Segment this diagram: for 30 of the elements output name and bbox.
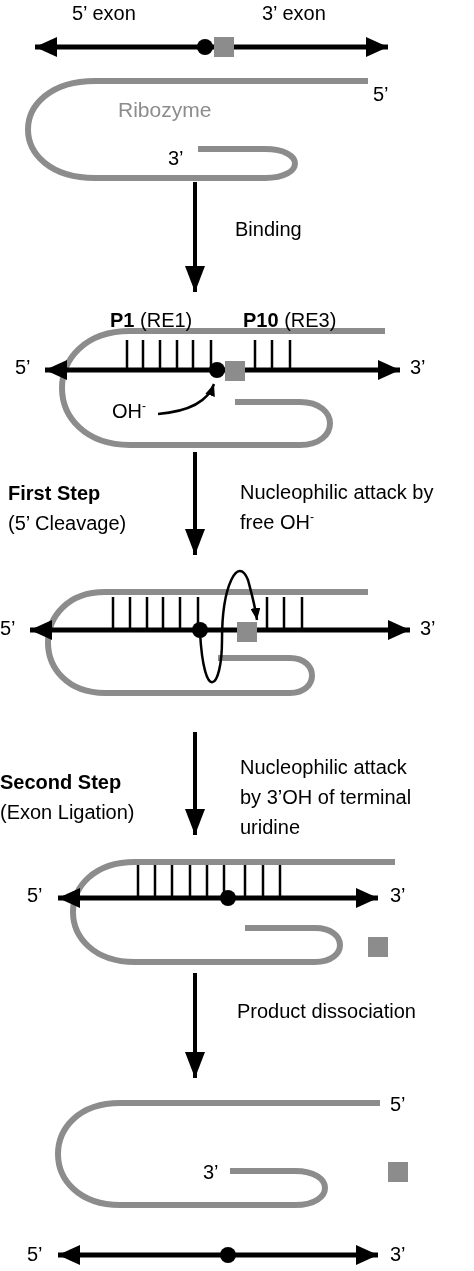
- step-description: Product dissociation: [237, 999, 417, 1024]
- step-subtitle: (Exon Ligation): [0, 800, 135, 825]
- end-label: 3’: [168, 147, 184, 169]
- end-label: 5’: [390, 1093, 406, 1115]
- end-label: 5’: [27, 1243, 43, 1265]
- step-description: Nucleophilic attack by free OH$^{-}$: [240, 480, 435, 535]
- arrow: [185, 973, 205, 1078]
- exon-label: 5’ exon: [72, 2, 136, 24]
- end-label: 5’: [27, 884, 43, 906]
- pairing-region-label: P1 (RE1): [110, 309, 193, 331]
- step-description: Binding: [235, 217, 303, 242]
- arrow: [185, 182, 205, 292]
- step-title: First Step: [8, 481, 101, 506]
- end-label: 5’: [0, 617, 16, 639]
- end-label: 3’: [203, 1161, 219, 1183]
- step-subtitle: (5’ Cleavage): [8, 511, 127, 536]
- step-description: Nucleophilic attack by 3’OH of terminal uridine: [240, 755, 413, 840]
- end-label: 3’: [420, 617, 436, 639]
- end-label: 3’: [390, 1243, 406, 1265]
- end-label: 5’: [15, 356, 31, 378]
- step-title: Second Step: [0, 770, 122, 795]
- end-label: 3’: [410, 356, 426, 378]
- ribozyme-label: Ribozyme: [118, 99, 212, 121]
- exon-label: 3’ exon: [262, 2, 326, 24]
- end-label: 3’: [390, 884, 406, 906]
- arrow: [185, 732, 205, 835]
- arrow: [185, 452, 205, 555]
- pairing-region-label: P10 (RE3): [243, 309, 337, 331]
- end-label: 5’: [373, 83, 389, 105]
- hydroxyl-label: OH$^{-}$: [112, 400, 146, 422]
